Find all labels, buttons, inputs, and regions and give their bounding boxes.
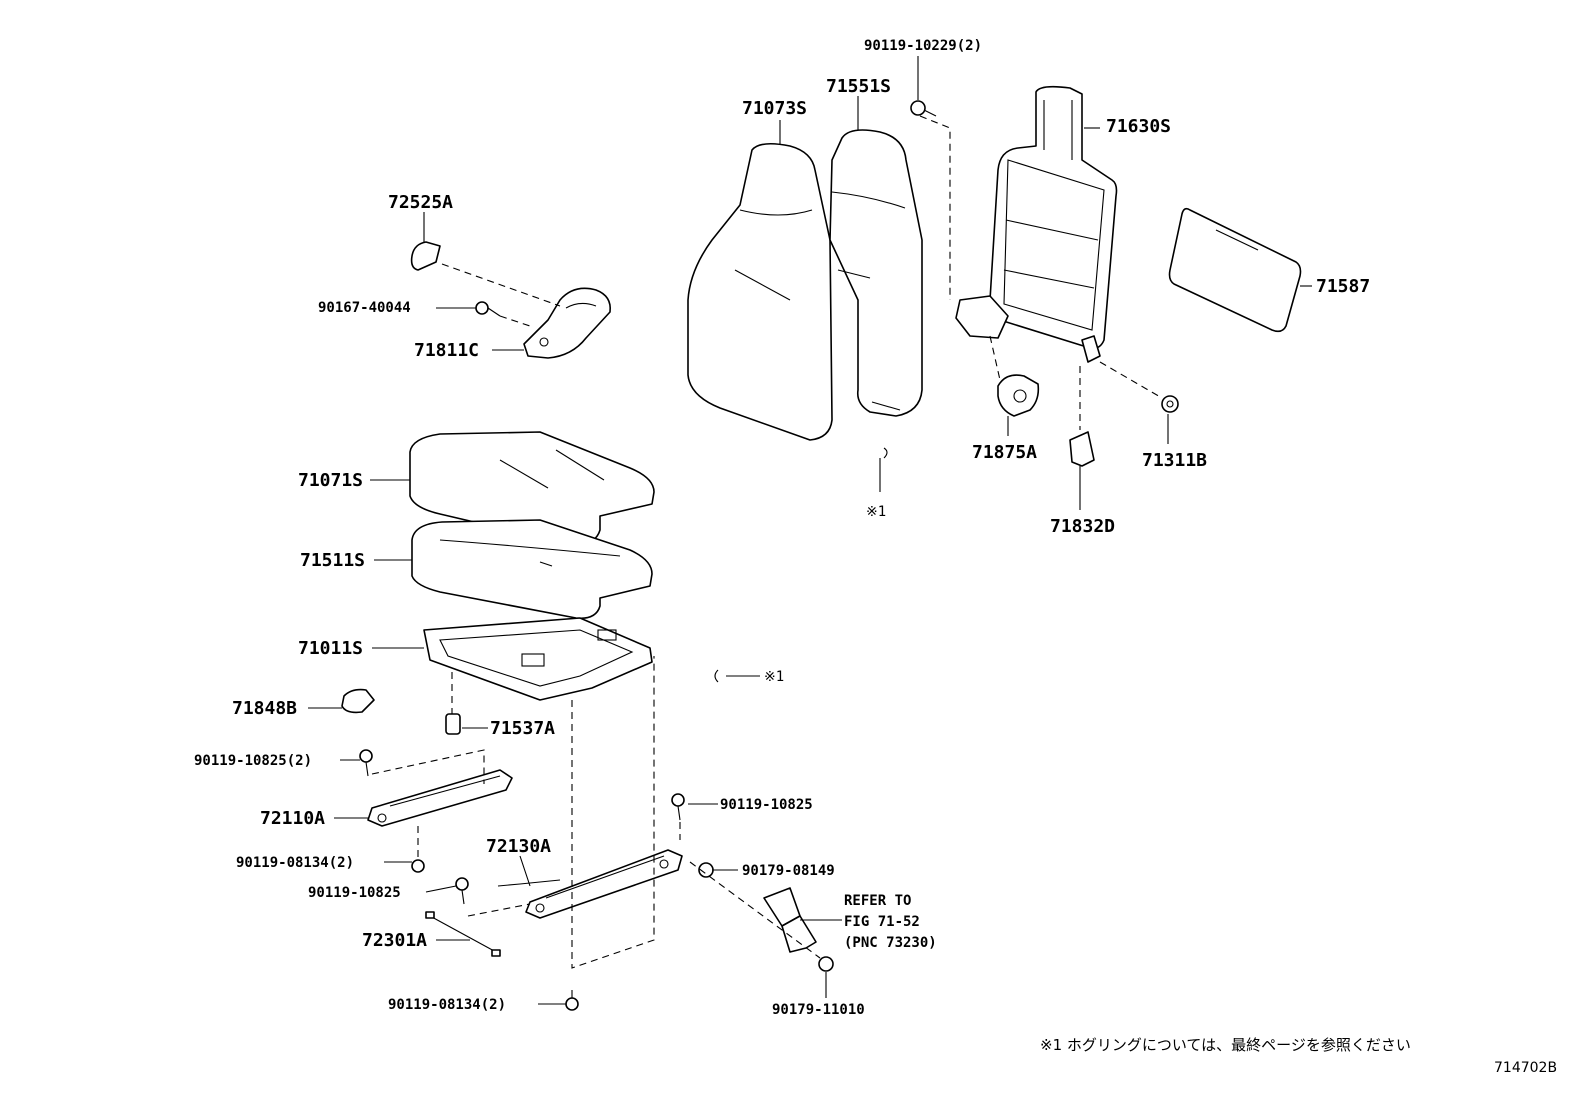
- label-90119-10825-a: 90119-10825: [720, 797, 813, 813]
- label-71551s: 71551S: [826, 76, 891, 97]
- nut-shape-71311b: [1161, 395, 1179, 413]
- label-72525a: 72525A: [388, 192, 453, 213]
- label-90119-10825-2: 90119-10825(2): [194, 753, 312, 769]
- leader-lines: [308, 56, 1312, 1005]
- cap-shape-71848b: [341, 688, 375, 714]
- figure-id: 714702B: [1494, 1060, 1558, 1076]
- label-71311b: 71311B: [1142, 450, 1207, 471]
- label-71537a: 71537A: [490, 718, 555, 739]
- label-71832d: 71832D: [1050, 516, 1115, 537]
- hog-ring-marker-b: ※1: [764, 669, 784, 685]
- bolt-shape-90119-10825-a: [671, 793, 685, 821]
- assembly-dashed-lines: [371, 115, 1163, 969]
- hog-ring-marker-a: ※1: [866, 504, 886, 520]
- bolt-shape-90119-08134-2b: [565, 990, 579, 1011]
- hog-ring-shape-a: [883, 447, 888, 459]
- label-71848b: 71848B: [232, 698, 297, 719]
- label-72130a: 72130A: [486, 836, 551, 857]
- clip-shape: [1069, 431, 1095, 467]
- refer-line-2: FIG 71-52: [844, 914, 920, 930]
- recliner-knob-shape: [410, 241, 441, 271]
- label-90179-08149: 90179-08149: [742, 863, 835, 879]
- label-71073s: 71073S: [742, 98, 807, 119]
- cushion-frame-shape: [423, 617, 653, 701]
- label-71875a: 71875A: [972, 442, 1037, 463]
- bushing-shape-71537a: [445, 713, 461, 735]
- seat-track-shape-72130a: [497, 849, 683, 919]
- bolt-shape-90119-08134-2a: [411, 859, 425, 873]
- refer-line-3: (PNC 73230): [844, 935, 937, 951]
- part-labels: 71073S 71551S 90119-10229(2) 71630S 7158…: [194, 38, 1370, 1018]
- bolt-shape-90119-10825-b: [455, 877, 469, 905]
- seat-back-frame-shape: [955, 85, 1118, 363]
- refer-line-1: REFER TO: [844, 893, 911, 909]
- label-71011s: 71011S: [298, 638, 363, 659]
- label-71511s: 71511S: [300, 550, 365, 571]
- hog-ring-shape-b: [714, 669, 719, 683]
- label-72110a: 72110A: [260, 808, 325, 829]
- label-90119-10229: 90119-10229(2): [864, 38, 982, 54]
- seat-back-pad-shape: [829, 129, 923, 417]
- label-90119-10825-b: 90119-10825: [308, 885, 401, 901]
- recliner-cover-shape: [523, 287, 612, 359]
- label-90119-08134-2b: 90119-08134(2): [388, 997, 506, 1013]
- bolt-shape-90119-10229: [910, 100, 937, 117]
- seat-track-shape-72110a: [367, 769, 513, 827]
- seat-belt-buckle-shape: [763, 887, 817, 953]
- label-71071s: 71071S: [298, 470, 363, 491]
- seat-back-board-shape: [1168, 207, 1302, 333]
- label-90167-40044: 90167-40044: [318, 300, 411, 316]
- recliner-shape: [997, 374, 1040, 417]
- label-90119-08134-2a: 90119-08134(2): [236, 855, 354, 871]
- cushion-cover-shape: [409, 431, 655, 547]
- label-71630s: 71630S: [1106, 116, 1171, 137]
- label-90179-11010: 90179-11010: [772, 1002, 865, 1018]
- seat-back-cover-shape: [687, 142, 833, 441]
- bolt-shape-90119-10825-2: [359, 749, 373, 777]
- cable-shape-72301a: [425, 911, 501, 957]
- label-71587: 71587: [1316, 276, 1370, 297]
- hog-ring-footnote: ※1 ホグリングについては、最終ページを参照ください: [1040, 1036, 1411, 1054]
- cushion-pad-shape: [411, 519, 653, 620]
- label-71811c: 71811C: [414, 340, 479, 361]
- nut-shape-90179-11010: [818, 956, 834, 972]
- label-72301a: 72301A: [362, 930, 427, 951]
- screw-shape-90167: [475, 301, 501, 317]
